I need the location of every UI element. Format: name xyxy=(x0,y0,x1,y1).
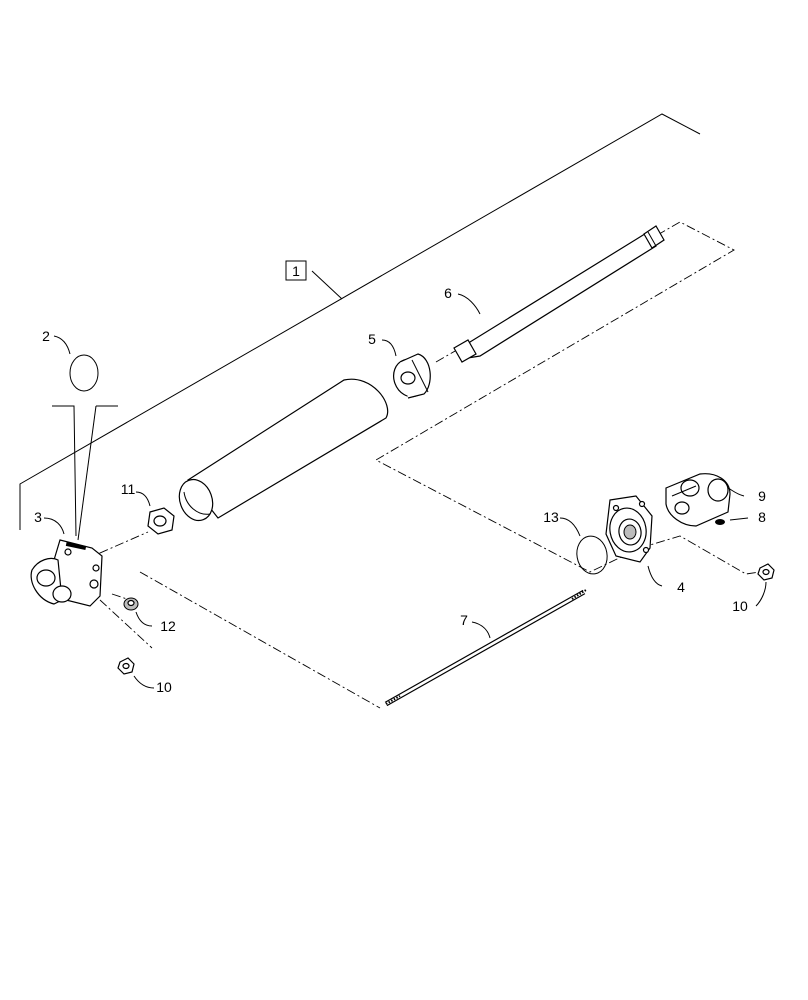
callout-13: 13 xyxy=(543,509,559,525)
callout-box-1 xyxy=(285,260,307,281)
assembly-bracket xyxy=(19,113,701,530)
callout-11: 11 xyxy=(121,481,136,497)
rod-end-cap-4 xyxy=(605,495,653,563)
centerlines xyxy=(83,221,761,709)
callout-3: 3 xyxy=(34,509,42,525)
callout-6: 6 xyxy=(444,285,452,301)
nut-10-right xyxy=(757,563,775,581)
o-ring-2 xyxy=(69,354,99,392)
leader-3 xyxy=(52,405,118,541)
callout-4: 4 xyxy=(677,579,685,595)
clevis-9 xyxy=(665,473,731,527)
o-ring-13 xyxy=(576,535,608,575)
nut-10-left xyxy=(117,657,135,675)
rod-6 xyxy=(453,225,665,363)
callout-10-right: 10 xyxy=(732,598,748,614)
callout-10-left: 10 xyxy=(156,679,172,695)
callout-2: 2 xyxy=(42,328,50,344)
callout-8: 8 xyxy=(758,509,766,525)
callout-9: 9 xyxy=(758,488,766,504)
callout-1: 1 xyxy=(292,263,300,279)
clevis-end-cap-3 xyxy=(30,539,103,607)
barrel-tube xyxy=(178,378,389,522)
callout-7: 7 xyxy=(460,612,468,628)
tie-rod-7 xyxy=(384,589,587,707)
piston-5 xyxy=(393,353,431,399)
set-screw-8 xyxy=(715,519,725,525)
leader-lines xyxy=(43,293,767,689)
callout-5: 5 xyxy=(368,331,376,347)
hex-nut-11 xyxy=(147,507,175,535)
nut-12 xyxy=(123,597,139,611)
callout-12: 12 xyxy=(160,618,176,634)
